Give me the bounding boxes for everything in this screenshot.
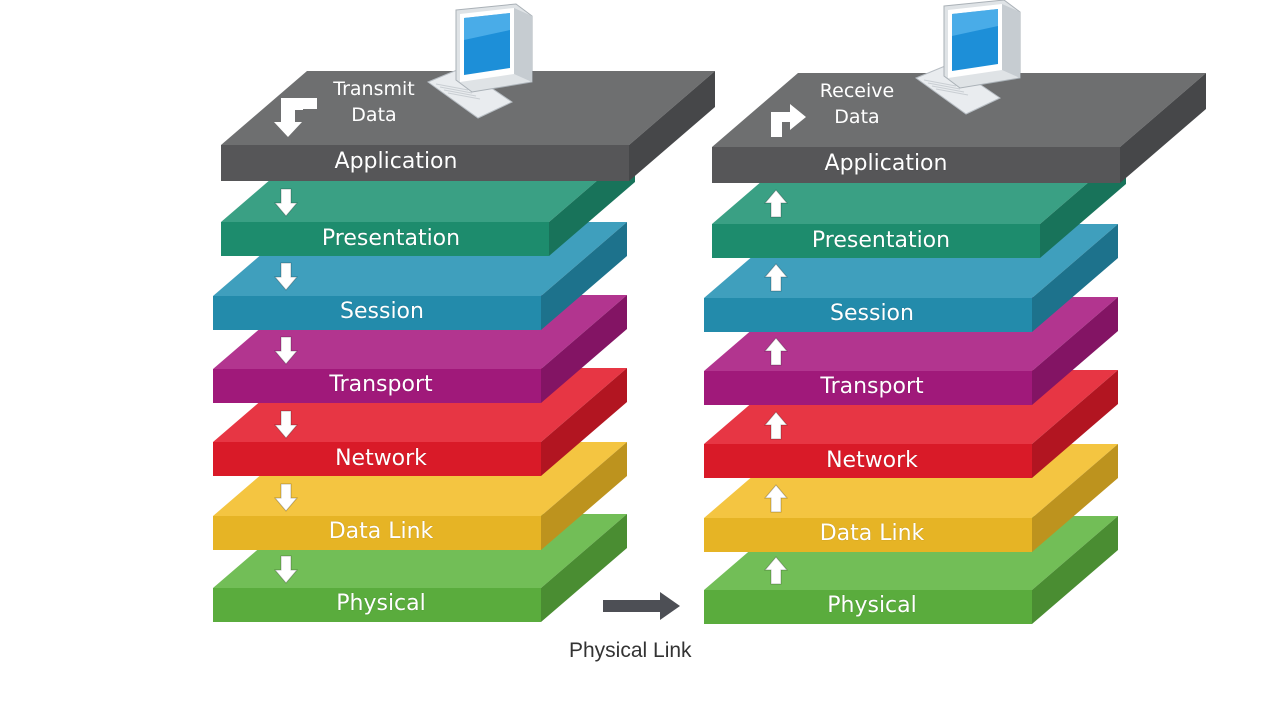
right-osi-stack — [704, 73, 1206, 624]
right-layer-label-physical: Physical — [827, 593, 917, 618]
computer-icon — [914, 0, 1021, 115]
right-layer-label-presentation: Presentation — [811, 228, 951, 253]
arrow-up-icon — [763, 556, 789, 585]
arrow-down-icon — [273, 483, 299, 512]
right-layer-front-face — [704, 590, 1032, 624]
right-layer-side-face — [1032, 516, 1118, 624]
left-layer-side-face — [541, 222, 627, 330]
arrow-right-icon — [603, 592, 680, 620]
left-layer-label-data-link: Data Link — [328, 519, 434, 544]
right-layer-front-face — [712, 224, 1040, 258]
left-layer-front-face — [221, 145, 629, 181]
transmit-data-caption: Transmit Data — [333, 76, 414, 128]
transmit-caption-line1: Transmit — [333, 78, 415, 100]
keyboard-key-row — [443, 89, 477, 97]
transmit-caption-line2: Data — [351, 104, 397, 126]
arrow-down-icon — [273, 262, 299, 291]
bent-arrow-up-icon — [771, 104, 806, 137]
arrow-up-icon — [763, 484, 789, 513]
left-layer-side-face — [541, 514, 627, 622]
left-layer-front-face — [213, 516, 541, 550]
right-layer-front-face — [712, 147, 1120, 183]
right-layer-label-transport: Transport — [820, 374, 924, 399]
left-osi-stack — [213, 71, 715, 622]
right-layer-label-session: Session — [830, 301, 914, 326]
right-layer-label-data-link: Data Link — [819, 521, 925, 546]
keyboard-key-row — [435, 83, 469, 91]
receive-data-caption: Receive Data — [820, 78, 894, 130]
monitor-screen-glare — [952, 9, 998, 36]
left-layer-front-face — [221, 222, 549, 256]
right-layer-front-face — [704, 298, 1032, 332]
right-layer-side-face — [1120, 73, 1206, 183]
right-layer-top-face — [712, 73, 1206, 147]
arrow-down-icon — [273, 188, 299, 217]
right-layer-side-face — [1032, 297, 1118, 405]
left-layer-label-transport: Transport — [329, 372, 433, 397]
right-layer-side-face — [1032, 444, 1118, 552]
left-layer-front-face — [213, 369, 541, 403]
bent-arrow-down-icon — [274, 100, 303, 137]
left-layer-front-face — [213, 588, 541, 622]
left-layer-application — [221, 71, 715, 181]
arrow-up-icon — [763, 263, 789, 292]
physical-link-label: Physical Link — [569, 639, 692, 662]
arrow-down-icon — [273, 555, 299, 584]
keyboard-key-row — [935, 88, 969, 96]
monitor-side — [1002, 4, 1020, 78]
right-layer-application — [712, 73, 1206, 183]
left-layer-front-face — [213, 296, 541, 330]
right-layer-side-face — [1032, 224, 1118, 332]
arrow-up-icon — [763, 411, 789, 440]
right-layer-label-application: Application — [824, 151, 948, 176]
keyboard-key-row — [927, 82, 961, 90]
keyboard-key-row — [447, 92, 481, 100]
keyboard-key-row — [923, 79, 957, 87]
bent-arrow-down-stem — [281, 98, 317, 109]
left-layer-label-presentation: Presentation — [321, 226, 461, 251]
arrow-down-icon — [273, 336, 299, 365]
keyboard-key-row — [439, 86, 473, 94]
right-layer-front-face — [704, 444, 1032, 478]
left-layer-label-network: Network — [335, 446, 427, 471]
left-layer-side-face — [629, 71, 715, 181]
arrow-up-icon — [763, 337, 789, 366]
receive-caption-line2: Data — [834, 106, 880, 128]
left-layer-side-face — [541, 295, 627, 403]
right-layer-front-face — [704, 371, 1032, 405]
left-layer-side-face — [541, 442, 627, 550]
arrow-down-icon — [273, 410, 299, 439]
left-layer-label-physical: Physical — [336, 591, 426, 616]
arrow-up-icon — [763, 189, 789, 218]
right-layer-side-face — [1032, 370, 1118, 478]
keyboard-key-row — [931, 85, 965, 93]
left-layer-front-face — [213, 442, 541, 476]
right-layer-label-network: Network — [826, 448, 918, 473]
computer-icon — [426, 3, 533, 119]
right-layer-front-face — [704, 518, 1032, 552]
receive-caption-line1: Receive — [819, 80, 895, 102]
left-layer-label-application: Application — [334, 149, 458, 174]
monitor-screen-glare — [464, 13, 510, 40]
left-layer-label-session: Session — [340, 299, 424, 324]
monitor-side — [514, 8, 532, 82]
left-layer-side-face — [541, 368, 627, 476]
